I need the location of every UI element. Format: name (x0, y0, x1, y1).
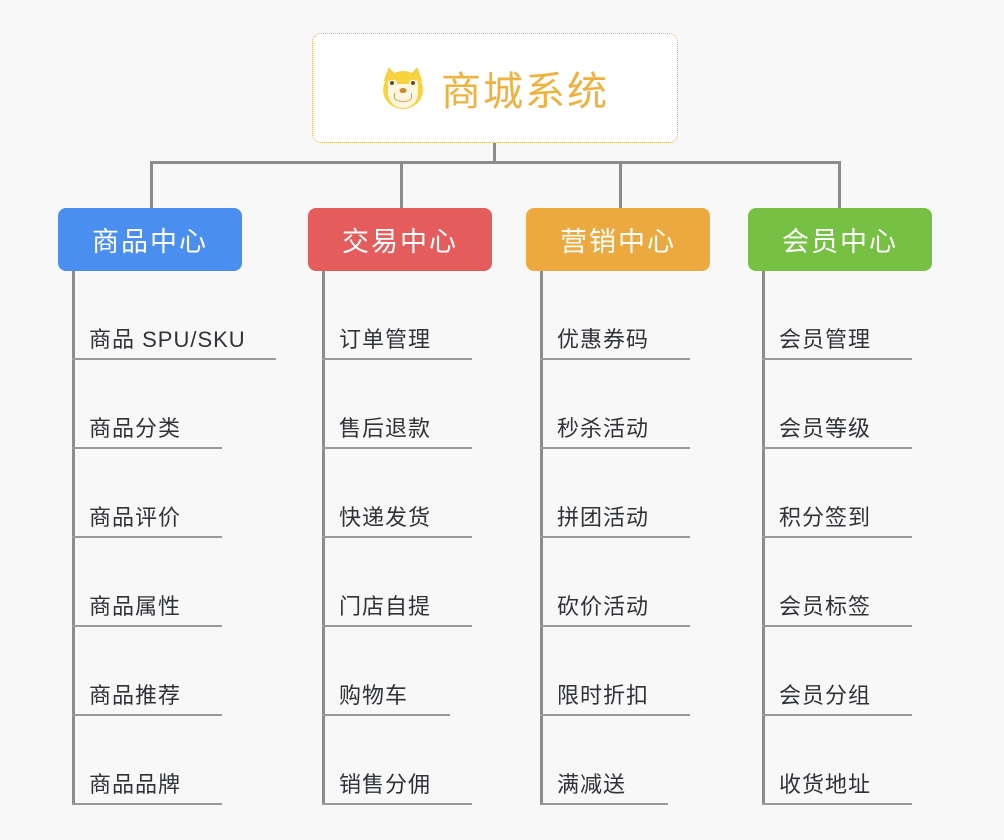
branch-trunk-member-center (762, 271, 765, 805)
leaf-item-label: 门店自提 (339, 594, 432, 619)
leaf-item[interactable]: 砍价活动 (540, 538, 756, 627)
leaf-item-label: 砍价活动 (557, 594, 650, 619)
leaf-item[interactable]: 商品评价 (72, 449, 288, 538)
leaf-underline (762, 803, 912, 805)
leaf-underline (762, 358, 912, 360)
leaf-underline (540, 536, 690, 538)
leaf-item-label: 快递发货 (339, 505, 432, 530)
leaf-item-label: 售后退款 (339, 416, 432, 441)
leaf-underline (762, 625, 912, 627)
leaf-underline (72, 803, 222, 805)
leaf-item[interactable]: 拼团活动 (540, 449, 756, 538)
leaf-item[interactable]: 秒杀活动 (540, 360, 756, 449)
leaf-underline (322, 358, 472, 360)
branch-marketing-center: 营销中心优惠券码秒杀活动拼团活动砍价活动限时折扣满减送 (526, 208, 756, 805)
branch-trunk-product-center (72, 271, 75, 805)
leaf-item-label: 商品分类 (89, 416, 182, 441)
leaf-item-label: 优惠券码 (557, 327, 650, 352)
leaf-item[interactable]: 商品属性 (72, 538, 288, 627)
leaf-underline (540, 358, 690, 360)
leaf-item[interactable]: 门店自提 (322, 538, 538, 627)
leaf-item[interactable]: 订单管理 (322, 271, 538, 360)
leaf-item[interactable]: 积分签到 (762, 449, 978, 538)
connector-drop-product-center (150, 161, 153, 209)
branch-items-member-center: 会员管理会员等级积分签到会员标签会员分组收货地址 (748, 271, 978, 805)
leaf-item-label: 秒杀活动 (557, 416, 650, 441)
branch-header-product-center[interactable]: 商品中心 (58, 208, 242, 271)
leaf-item[interactable]: 商品推荐 (72, 627, 288, 716)
leaf-item-label: 商品属性 (89, 594, 182, 619)
leaf-underline (540, 447, 690, 449)
branch-header-marketing-center[interactable]: 营销中心 (526, 208, 710, 271)
leaf-underline (540, 803, 668, 805)
branch-trade-center: 交易中心订单管理售后退款快递发货门店自提购物车销售分佣 (308, 208, 538, 805)
branch-header-trade-center[interactable]: 交易中心 (308, 208, 492, 271)
root-connector-stem (493, 143, 496, 163)
branch-trunk-marketing-center (540, 271, 543, 805)
branch-member-center: 会员中心会员管理会员等级积分签到会员标签会员分组收货地址 (748, 208, 978, 805)
leaf-item-label: 订单管理 (339, 327, 432, 352)
leaf-item-label: 会员分组 (779, 683, 872, 708)
leaf-item[interactable]: 商品 SPU/SKU (72, 271, 288, 360)
leaf-item[interactable]: 销售分佣 (322, 716, 538, 805)
leaf-underline (762, 714, 912, 716)
leaf-underline (322, 714, 450, 716)
branch-product-center: 商品中心商品 SPU/SKU 商品分类商品评价商品属性商品推荐商品品牌 (58, 208, 288, 805)
leaf-underline (72, 714, 222, 716)
leaf-item[interactable]: 会员管理 (762, 271, 978, 360)
leaf-item-label: 商品评价 (89, 505, 182, 530)
leaf-item-label: 会员等级 (779, 416, 872, 441)
leaf-underline (540, 714, 690, 716)
leaf-item[interactable]: 会员标签 (762, 538, 978, 627)
leaf-item-label: 会员管理 (779, 327, 872, 352)
branch-header-member-center[interactable]: 会员中心 (748, 208, 932, 271)
leaf-item[interactable]: 会员分组 (762, 627, 978, 716)
leaf-item[interactable]: 快递发货 (322, 449, 538, 538)
shiba-dog-face-icon (380, 65, 427, 111)
leaf-item-label: 限时折扣 (557, 683, 650, 708)
leaf-item[interactable]: 收货地址 (762, 716, 978, 805)
leaf-underline (322, 803, 472, 805)
leaf-underline (72, 447, 222, 449)
leaf-item-label: 拼团活动 (557, 505, 650, 530)
leaf-item-label: 商品 SPU/SKU (89, 327, 246, 352)
leaf-item-label: 满减送 (557, 772, 627, 797)
connector-drop-marketing-center (619, 161, 622, 209)
leaf-underline (72, 625, 222, 627)
leaf-underline (72, 536, 222, 538)
leaf-underline (72, 358, 276, 360)
leaf-item-label: 商品品牌 (89, 772, 182, 797)
leaf-underline (762, 447, 912, 449)
root-connector-bus (150, 161, 839, 164)
root-node[interactable]: 商城系统 (312, 33, 678, 143)
leaf-item-label: 收货地址 (779, 772, 872, 797)
leaf-underline (322, 447, 472, 449)
leaf-item[interactable]: 商品分类 (72, 360, 288, 449)
leaf-item[interactable]: 限时折扣 (540, 627, 756, 716)
leaf-item-label: 购物车 (339, 683, 409, 708)
branch-items-marketing-center: 优惠券码秒杀活动拼团活动砍价活动限时折扣满减送 (526, 271, 756, 805)
leaf-item[interactable]: 满减送 (540, 716, 756, 805)
connector-drop-trade-center (400, 161, 403, 209)
leaf-item[interactable]: 优惠券码 (540, 271, 756, 360)
root-title: 商城系统 (441, 70, 609, 114)
leaf-underline (540, 625, 690, 627)
leaf-item-label: 积分签到 (779, 505, 872, 530)
leaf-underline (762, 536, 912, 538)
leaf-underline (322, 625, 472, 627)
branch-items-product-center: 商品 SPU/SKU 商品分类商品评价商品属性商品推荐商品品牌 (58, 271, 288, 805)
leaf-item[interactable]: 售后退款 (322, 360, 538, 449)
leaf-item-label: 销售分佣 (339, 772, 432, 797)
branch-trunk-trade-center (322, 271, 325, 805)
leaf-underline (322, 536, 472, 538)
leaf-item-label: 商品推荐 (89, 683, 182, 708)
connector-drop-member-center (838, 161, 841, 209)
branch-items-trade-center: 订单管理售后退款快递发货门店自提购物车销售分佣 (308, 271, 538, 805)
leaf-item[interactable]: 商品品牌 (72, 716, 288, 805)
leaf-item[interactable]: 会员等级 (762, 360, 978, 449)
leaf-item-label: 会员标签 (779, 594, 872, 619)
leaf-item[interactable]: 购物车 (322, 627, 538, 716)
